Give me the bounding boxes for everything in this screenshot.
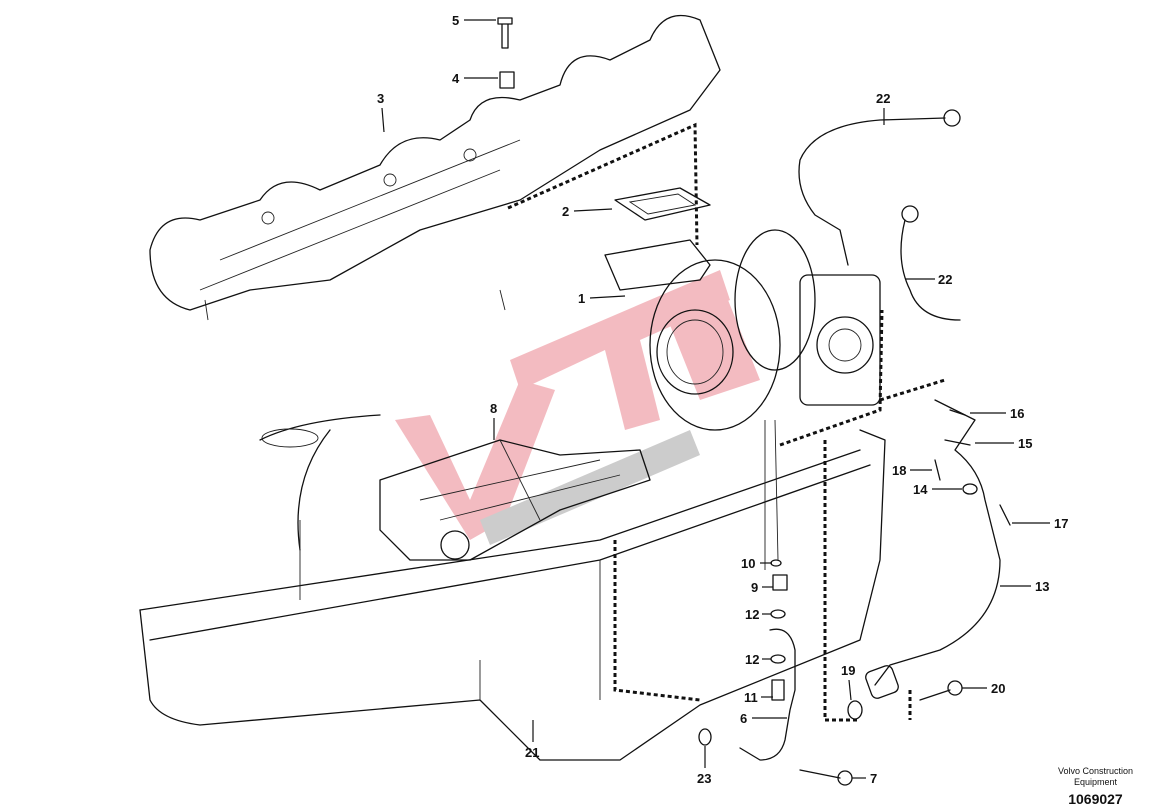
exhaust-manifold <box>149 14 721 311</box>
drawing-number: 1069027 <box>1068 791 1123 807</box>
svg-text:22: 22 <box>876 91 890 106</box>
dashed-guide-lines <box>507 122 946 722</box>
sensor-cables <box>798 109 961 321</box>
svg-text:21: 21 <box>525 745 539 760</box>
svg-text:6: 6 <box>740 711 747 726</box>
callout-1: 1 <box>578 291 626 306</box>
svg-text:2: 2 <box>562 204 569 219</box>
svg-text:9: 9 <box>751 580 758 595</box>
svg-text:10: 10 <box>741 556 755 571</box>
callouts: 5 4 3 2 1 22 22 8 16 15 18 14 17 10 9 12… <box>377 13 1068 786</box>
callout-10: 10 <box>741 556 772 571</box>
callout-11: 11 <box>744 690 773 705</box>
callout-4: 4 <box>452 71 498 86</box>
callout-13: 13 <box>1000 579 1049 594</box>
callout-15: 17 <box>1012 516 1068 531</box>
callout-21: 21 <box>525 720 539 760</box>
svg-text:20: 20 <box>991 681 1005 696</box>
svg-text:23: 23 <box>697 771 711 786</box>
callout-22-lower: 22 <box>905 272 952 287</box>
svg-text:18: 18 <box>892 463 906 478</box>
svg-text:17: 17 <box>1054 516 1068 531</box>
callout-12-upper: 12 <box>745 607 771 622</box>
svg-text:11: 11 <box>744 690 758 705</box>
callout-9: 9 <box>751 580 773 595</box>
callout-12-lower: 12 <box>745 652 771 667</box>
callout-17: 16 <box>970 406 1024 421</box>
oil-return-pipe <box>847 399 1011 720</box>
svg-text:1: 1 <box>578 291 585 306</box>
turbocharger <box>604 229 881 431</box>
svg-text:12: 12 <box>745 607 759 622</box>
svg-text:16: 16 <box>1010 406 1024 421</box>
callout-14: 14 <box>913 482 962 497</box>
callout-2: 2 <box>562 204 613 219</box>
svg-text:14: 14 <box>913 482 928 497</box>
gasket <box>614 187 711 221</box>
svg-text:13: 13 <box>1035 579 1049 594</box>
svg-text:19: 19 <box>841 663 855 678</box>
oil-module <box>379 439 651 561</box>
oil-feed-pipe <box>698 559 853 786</box>
svg-text:15: 15 <box>1018 436 1032 451</box>
svg-text:7: 7 <box>870 771 877 786</box>
engine-block <box>139 289 886 761</box>
svg-text:12: 12 <box>745 652 759 667</box>
callout-7: 7 <box>852 771 877 786</box>
company-name-line2: Equipment <box>1073 777 1117 787</box>
bolt-and-spacer <box>497 17 515 89</box>
callout-18: 18 <box>892 463 932 478</box>
svg-text:3: 3 <box>377 91 384 106</box>
drawing-credit: Volvo Construction Equipment 1069027 <box>1058 766 1133 807</box>
svg-text:8: 8 <box>490 401 497 416</box>
watermark-logo <box>395 270 760 545</box>
callout-8: 8 <box>490 401 497 440</box>
callout-20: 20 <box>962 681 1005 696</box>
callout-5: 5 <box>452 13 496 28</box>
callout-3: 3 <box>377 91 385 133</box>
callout-23: 23 <box>697 746 711 786</box>
company-name: Volvo Construction <box>1057 766 1133 776</box>
callout-22-upper: 22 <box>876 91 890 125</box>
svg-text:5: 5 <box>452 13 459 28</box>
svg-text:4: 4 <box>452 71 460 86</box>
callout-16: 15 <box>975 436 1032 451</box>
svg-text:22: 22 <box>938 272 952 287</box>
callout-19: 19 <box>841 663 855 701</box>
callout-6: 6 <box>740 711 787 726</box>
